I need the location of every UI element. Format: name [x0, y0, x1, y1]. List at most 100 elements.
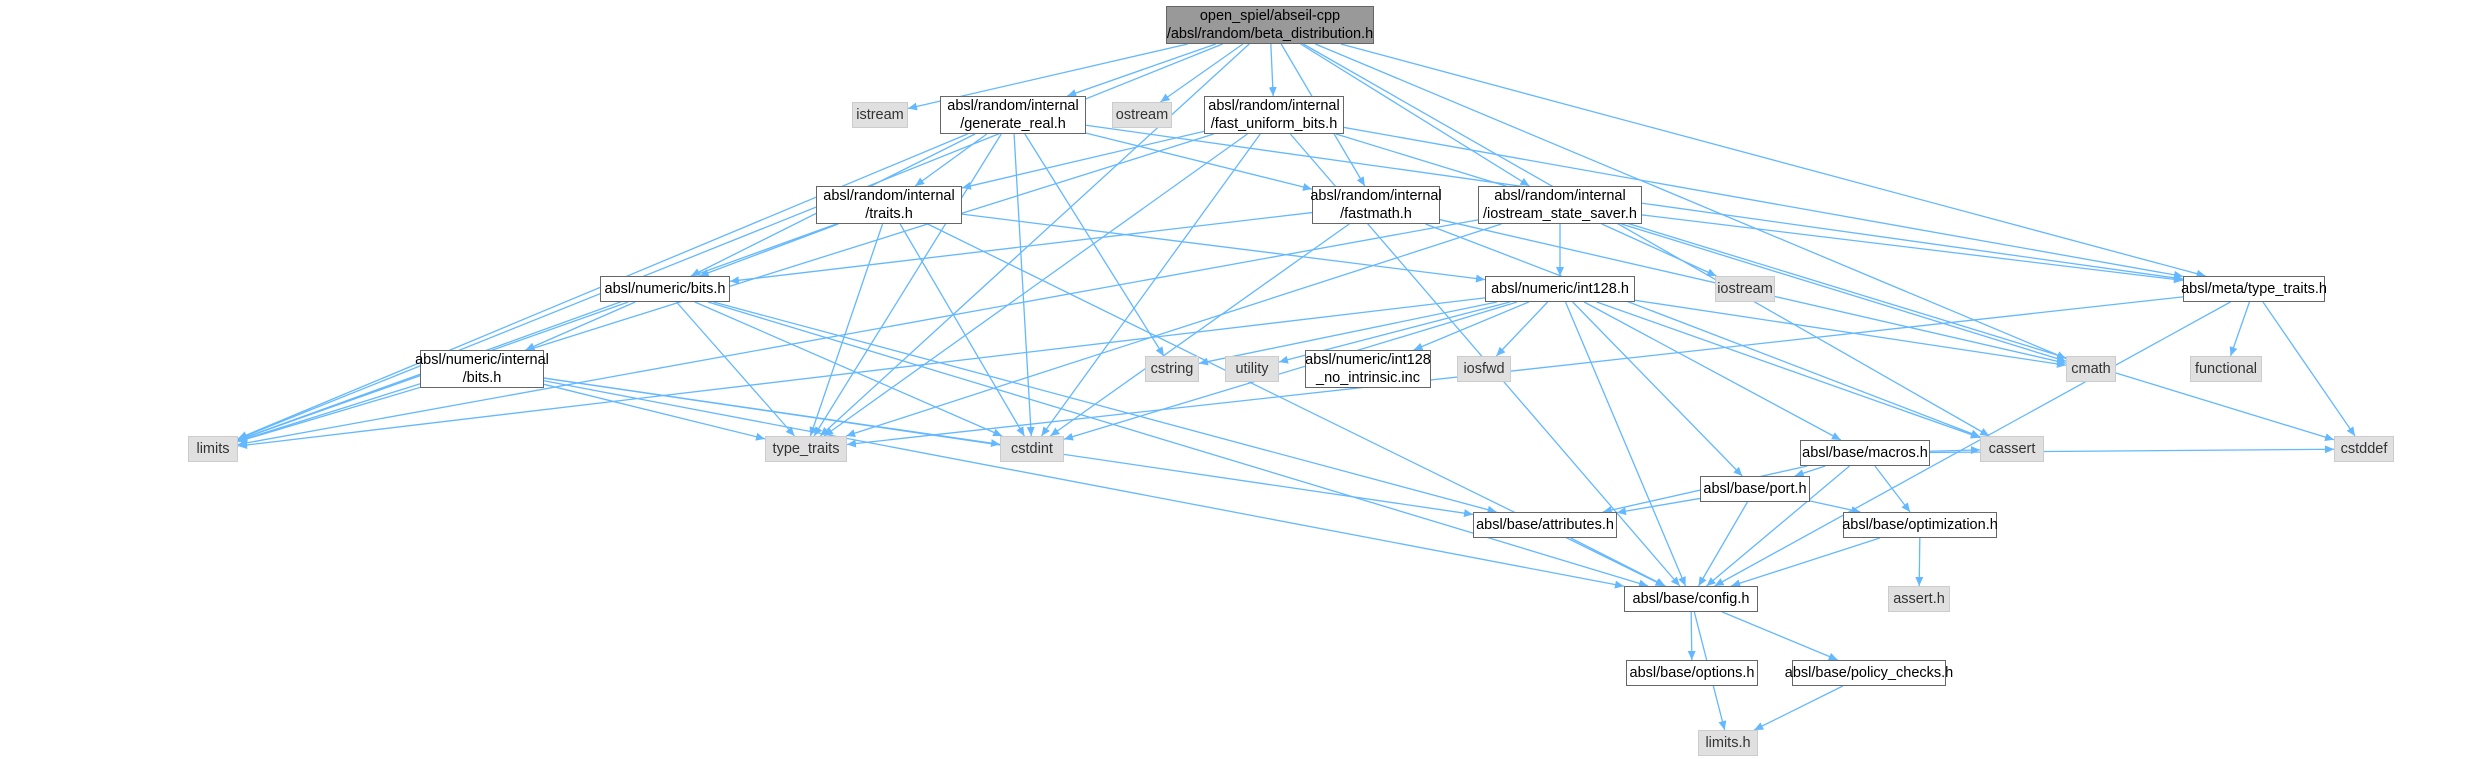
- node-optimization[interactable]: absl/base/optimization.h: [1842, 512, 1998, 538]
- node-label: functional: [2194, 361, 2258, 377]
- node-label: /bits.h: [462, 370, 502, 386]
- edge-root-to-meta_type_traits: [1340, 43, 2206, 278]
- edge-root-to-fast_uniform_bits: [1268, 43, 1277, 97]
- node-label: cmath: [2071, 361, 2111, 377]
- edge-numeric_bits-to-attributes: [713, 301, 1497, 514]
- node-label: utility: [1235, 361, 1269, 377]
- node-attributes[interactable]: absl/base/attributes.h: [1473, 512, 1617, 538]
- node-assert-h: assert.h: [1888, 586, 1950, 612]
- edge-meta_type_traits-to-functional: [2229, 301, 2251, 357]
- edge-policy_checks-to-limits_h: [1753, 685, 1844, 731]
- edge-root-to-generate_real: [1067, 43, 1216, 97]
- edge-port-to-attributes: [1616, 497, 1701, 516]
- node-cstring: cstring: [1145, 356, 1199, 382]
- node-macros[interactable]: absl/base/macros.h: [1800, 440, 1930, 466]
- node-label: /fastmath.h: [1340, 206, 1412, 222]
- edge-fast_uniform_bits-to-type_traits: [823, 133, 1248, 437]
- edge-meta_type_traits-to-cstddef: [2262, 301, 2356, 437]
- node-cstddef: cstddef: [2334, 436, 2394, 462]
- edge-numeric_bits-to-cstdint: [694, 301, 1003, 437]
- edge-root-to-iostream_state_saver: [1300, 43, 1530, 187]
- node-port[interactable]: absl/base/port.h: [1700, 476, 1810, 502]
- node-type-traits: type_traits: [765, 436, 847, 462]
- node-limits: limits: [188, 436, 238, 462]
- node-istream: istream: [852, 102, 908, 128]
- node-label: absl/base/policy_checks.h: [1784, 665, 1954, 681]
- edge-generate_real-to-type_traits: [813, 133, 1002, 437]
- edge-config-to-options: [1687, 611, 1696, 661]
- edge-iostream_state_saver-to-cmath: [1621, 223, 2067, 363]
- node-label: absl/meta/type_traits.h: [2181, 281, 2327, 297]
- edge-int128-to-macros: [1583, 301, 1842, 441]
- edge-traits-to-type_traits: [809, 223, 884, 437]
- node-meta-type-traits[interactable]: absl/meta/type_traits.h: [2181, 276, 2327, 302]
- node-policy-checks[interactable]: absl/base/policy_checks.h: [1785, 660, 1953, 686]
- edge-macros-to-config: [1706, 465, 1850, 587]
- edge-generate_real-to-fastmath: [1085, 132, 1313, 191]
- node-label: absl/base/attributes.h: [1476, 517, 1614, 533]
- node-label: cassert: [1988, 441, 2036, 457]
- node-label: iosfwd: [1463, 361, 1505, 377]
- edge-numeric_bits-to-type_traits: [675, 301, 796, 437]
- node-label: absl/random/internal: [1494, 188, 1626, 204]
- edge-meta_type_traits-to-type_traits: [846, 296, 2184, 448]
- node-cstdint: cstdint: [1000, 436, 1064, 462]
- edge-generate_real-to-traits: [914, 133, 988, 187]
- edge-fastmath-to-cstdint: [1049, 223, 1350, 437]
- node-numeric-internal-bits[interactable]: absl/numeric/internal/bits.h: [415, 350, 549, 388]
- node-label: absl/random/internal: [1208, 98, 1340, 114]
- edge-meta_type_traits-to-config: [1714, 301, 2231, 587]
- edge-generate_real-to-cstdint: [1013, 133, 1035, 437]
- edge-traits-to-numeric_bits: [699, 223, 839, 277]
- node-label: type_traits: [772, 441, 840, 457]
- node-label: absl/numeric/bits.h: [604, 281, 726, 297]
- edge-config-to-policy_checks: [1722, 611, 1838, 661]
- edge-numeric_internal_bits-to-type_traits: [543, 383, 766, 441]
- edge-int128-to-int128_inc: [1413, 301, 1530, 351]
- node-fast-uniform-bits[interactable]: absl/random/internal/fast_uniform_bits.h: [1204, 96, 1344, 134]
- edge-iostream_state_saver-to-iostream: [1601, 223, 1717, 277]
- node-label: _no_intrinsic.inc: [1316, 370, 1420, 386]
- node-label: /iostream_state_saver.h: [1483, 206, 1637, 222]
- node-numeric-bits[interactable]: absl/numeric/bits.h: [600, 276, 730, 302]
- node-options[interactable]: absl/base/options.h: [1626, 660, 1758, 686]
- node-label: limits: [196, 441, 230, 457]
- edge-iostream_state_saver-to-limits: [237, 219, 1479, 447]
- node-label: absl/base/config.h: [1632, 591, 1750, 607]
- node-int128-inc[interactable]: absl/numeric/int128_no_intrinsic.inc: [1305, 350, 1431, 388]
- edge-fastmath-to-cassert: [1425, 223, 1981, 438]
- node-label: open_spiel/abseil-cpp: [1199, 8, 1341, 24]
- edge-numeric_bits-to-config: [707, 301, 1649, 588]
- edge-numeric_bits-to-numeric_internal_bits: [525, 301, 636, 351]
- node-traits[interactable]: absl/random/internal/traits.h: [816, 186, 962, 224]
- node-generate-real[interactable]: absl/random/internal/generate_real.h: [940, 96, 1086, 134]
- edge-port-to-config: [1698, 501, 1748, 587]
- node-label: absl/random/internal: [1310, 188, 1442, 204]
- edge-generate_real-to-cstring: [1024, 133, 1165, 357]
- edge-fast_uniform_bits-to-cstddef: [1335, 133, 2335, 441]
- edge-root-to-cassert: [1302, 43, 1990, 437]
- node-label: limits.h: [1705, 735, 1751, 751]
- edge-int128-to-port: [1572, 301, 1743, 477]
- node-label: istream: [856, 107, 904, 123]
- edge-int128-to-cmath: [1634, 299, 2067, 368]
- edge-int128-to-iosfwd: [1495, 301, 1549, 357]
- node-cmath: cmath: [2066, 356, 2116, 382]
- node-root: open_spiel/abseil-cpp/absl/random/beta_d…: [1166, 6, 1374, 44]
- node-ostream: ostream: [1112, 102, 1172, 128]
- node-label: /traits.h: [865, 206, 913, 222]
- edge-int128-to-config: [1564, 301, 1687, 587]
- node-label: assert.h: [1893, 591, 1945, 607]
- edge-int128-to-limits: [237, 297, 1486, 449]
- node-int128[interactable]: absl/numeric/int128.h: [1485, 276, 1635, 302]
- node-label: absl/base/options.h: [1629, 665, 1755, 681]
- edge-traits-to-cstdint: [899, 223, 1025, 437]
- edge-int128-to-cstring: [1198, 301, 1498, 366]
- node-label: ostream: [1115, 107, 1169, 123]
- node-iostream-state-saver[interactable]: absl/random/internal/iostream_state_save…: [1478, 186, 1642, 224]
- node-config[interactable]: absl/base/config.h: [1624, 586, 1758, 612]
- node-fastmath[interactable]: absl/random/internal/fastmath.h: [1310, 186, 1442, 224]
- edge-macros-to-cassert: [1929, 446, 1981, 455]
- edge-traits-to-limits: [237, 223, 837, 441]
